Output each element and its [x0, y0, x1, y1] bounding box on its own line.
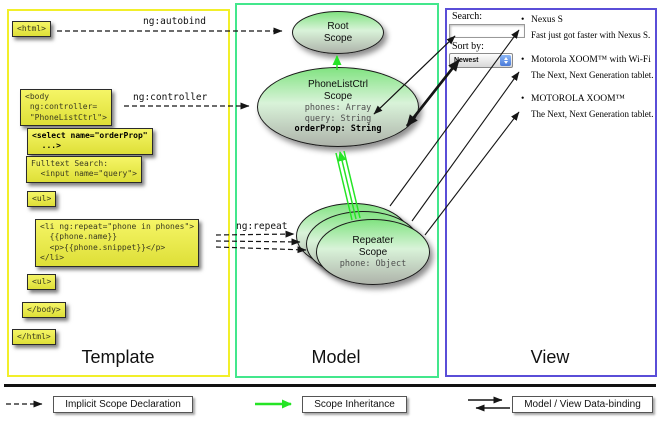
code-box-fulltext-search: Fulltext Search: <input name="query">	[26, 156, 142, 183]
code-box-body-close: </body>	[22, 302, 66, 319]
phonelistctrl-prop-phones: phones: Array	[304, 103, 372, 114]
phone-item-title: Motorola XOOM™ with Wi-Fi	[521, 55, 651, 65]
root-scope-title: Root Scope	[323, 20, 353, 44]
code-box-select: <select name="orderProp" ...>	[27, 128, 153, 155]
up-arrow-icon	[503, 57, 508, 60]
code-box-html-open: <html>	[12, 21, 51, 38]
legend-scope-inheritance: Scope Inheritance	[302, 396, 407, 413]
phone-item-desc: The Next, Next Generation tablet.	[531, 109, 654, 119]
repeater-scope-title: Repeater Scope	[352, 234, 394, 258]
model-panel	[235, 3, 439, 378]
code-box-html-close: </html>	[12, 329, 56, 346]
legend-model-view-data-binding: Model / View Data-binding	[512, 396, 653, 413]
down-arrow-icon	[503, 61, 508, 64]
phone-item-desc: Fast just got faster with Nexus S.	[531, 30, 651, 40]
code-box-body-open: <body ng:controller= "PhoneListCtrl">	[20, 89, 112, 127]
legend-separator-line	[4, 384, 656, 387]
phone-item-title: MOTOROLA XOOM™	[521, 94, 625, 104]
repeater-prop-phone: phone: Object	[339, 258, 407, 269]
repeater-scope-ellipse-front: Repeater Scope phone: Object	[316, 219, 430, 285]
template-panel-label: Template	[81, 347, 155, 367]
legend-implicit-scope-declaration: Implicit Scope Declaration	[53, 396, 193, 413]
phonelistctrl-prop-orderprop: orderProp: String	[294, 124, 382, 135]
sort-by-label: Sort by:	[452, 41, 484, 52]
view-panel-label: View	[530, 347, 570, 367]
select-stepper-icon	[500, 55, 511, 66]
code-box-ul-close: <ul>	[27, 274, 57, 291]
model-panel-label: Model	[311, 347, 361, 367]
phonelistctrl-scope-title: PhoneListCtrl Scope	[307, 79, 369, 103]
ng-repeat-label: ng:repeat	[236, 221, 288, 232]
ng-autobind-label: ng:autobind	[143, 16, 206, 27]
root-scope-ellipse: Root Scope	[292, 11, 384, 54]
phone-item-title: Nexus S	[521, 15, 563, 25]
code-box-ul-open: <ul>	[27, 191, 57, 208]
phonelistctrl-prop-query: query: String	[304, 113, 372, 124]
phonelistctrl-scope-ellipse: PhoneListCtrl Scope phones: Array query:…	[257, 67, 419, 147]
search-input[interactable]	[449, 24, 525, 38]
code-box-li-repeat: <li ng:repeat="phone in phones"> {{phone…	[35, 219, 200, 267]
phone-item-desc: The Next, Next Generation tablet.	[531, 70, 654, 80]
search-label: Search:	[452, 11, 482, 22]
sort-select-value: Newest	[454, 57, 479, 64]
sort-select[interactable]: Newest	[449, 53, 513, 68]
ng-controller-label: ng:controller	[133, 92, 208, 103]
template-panel	[7, 9, 230, 377]
